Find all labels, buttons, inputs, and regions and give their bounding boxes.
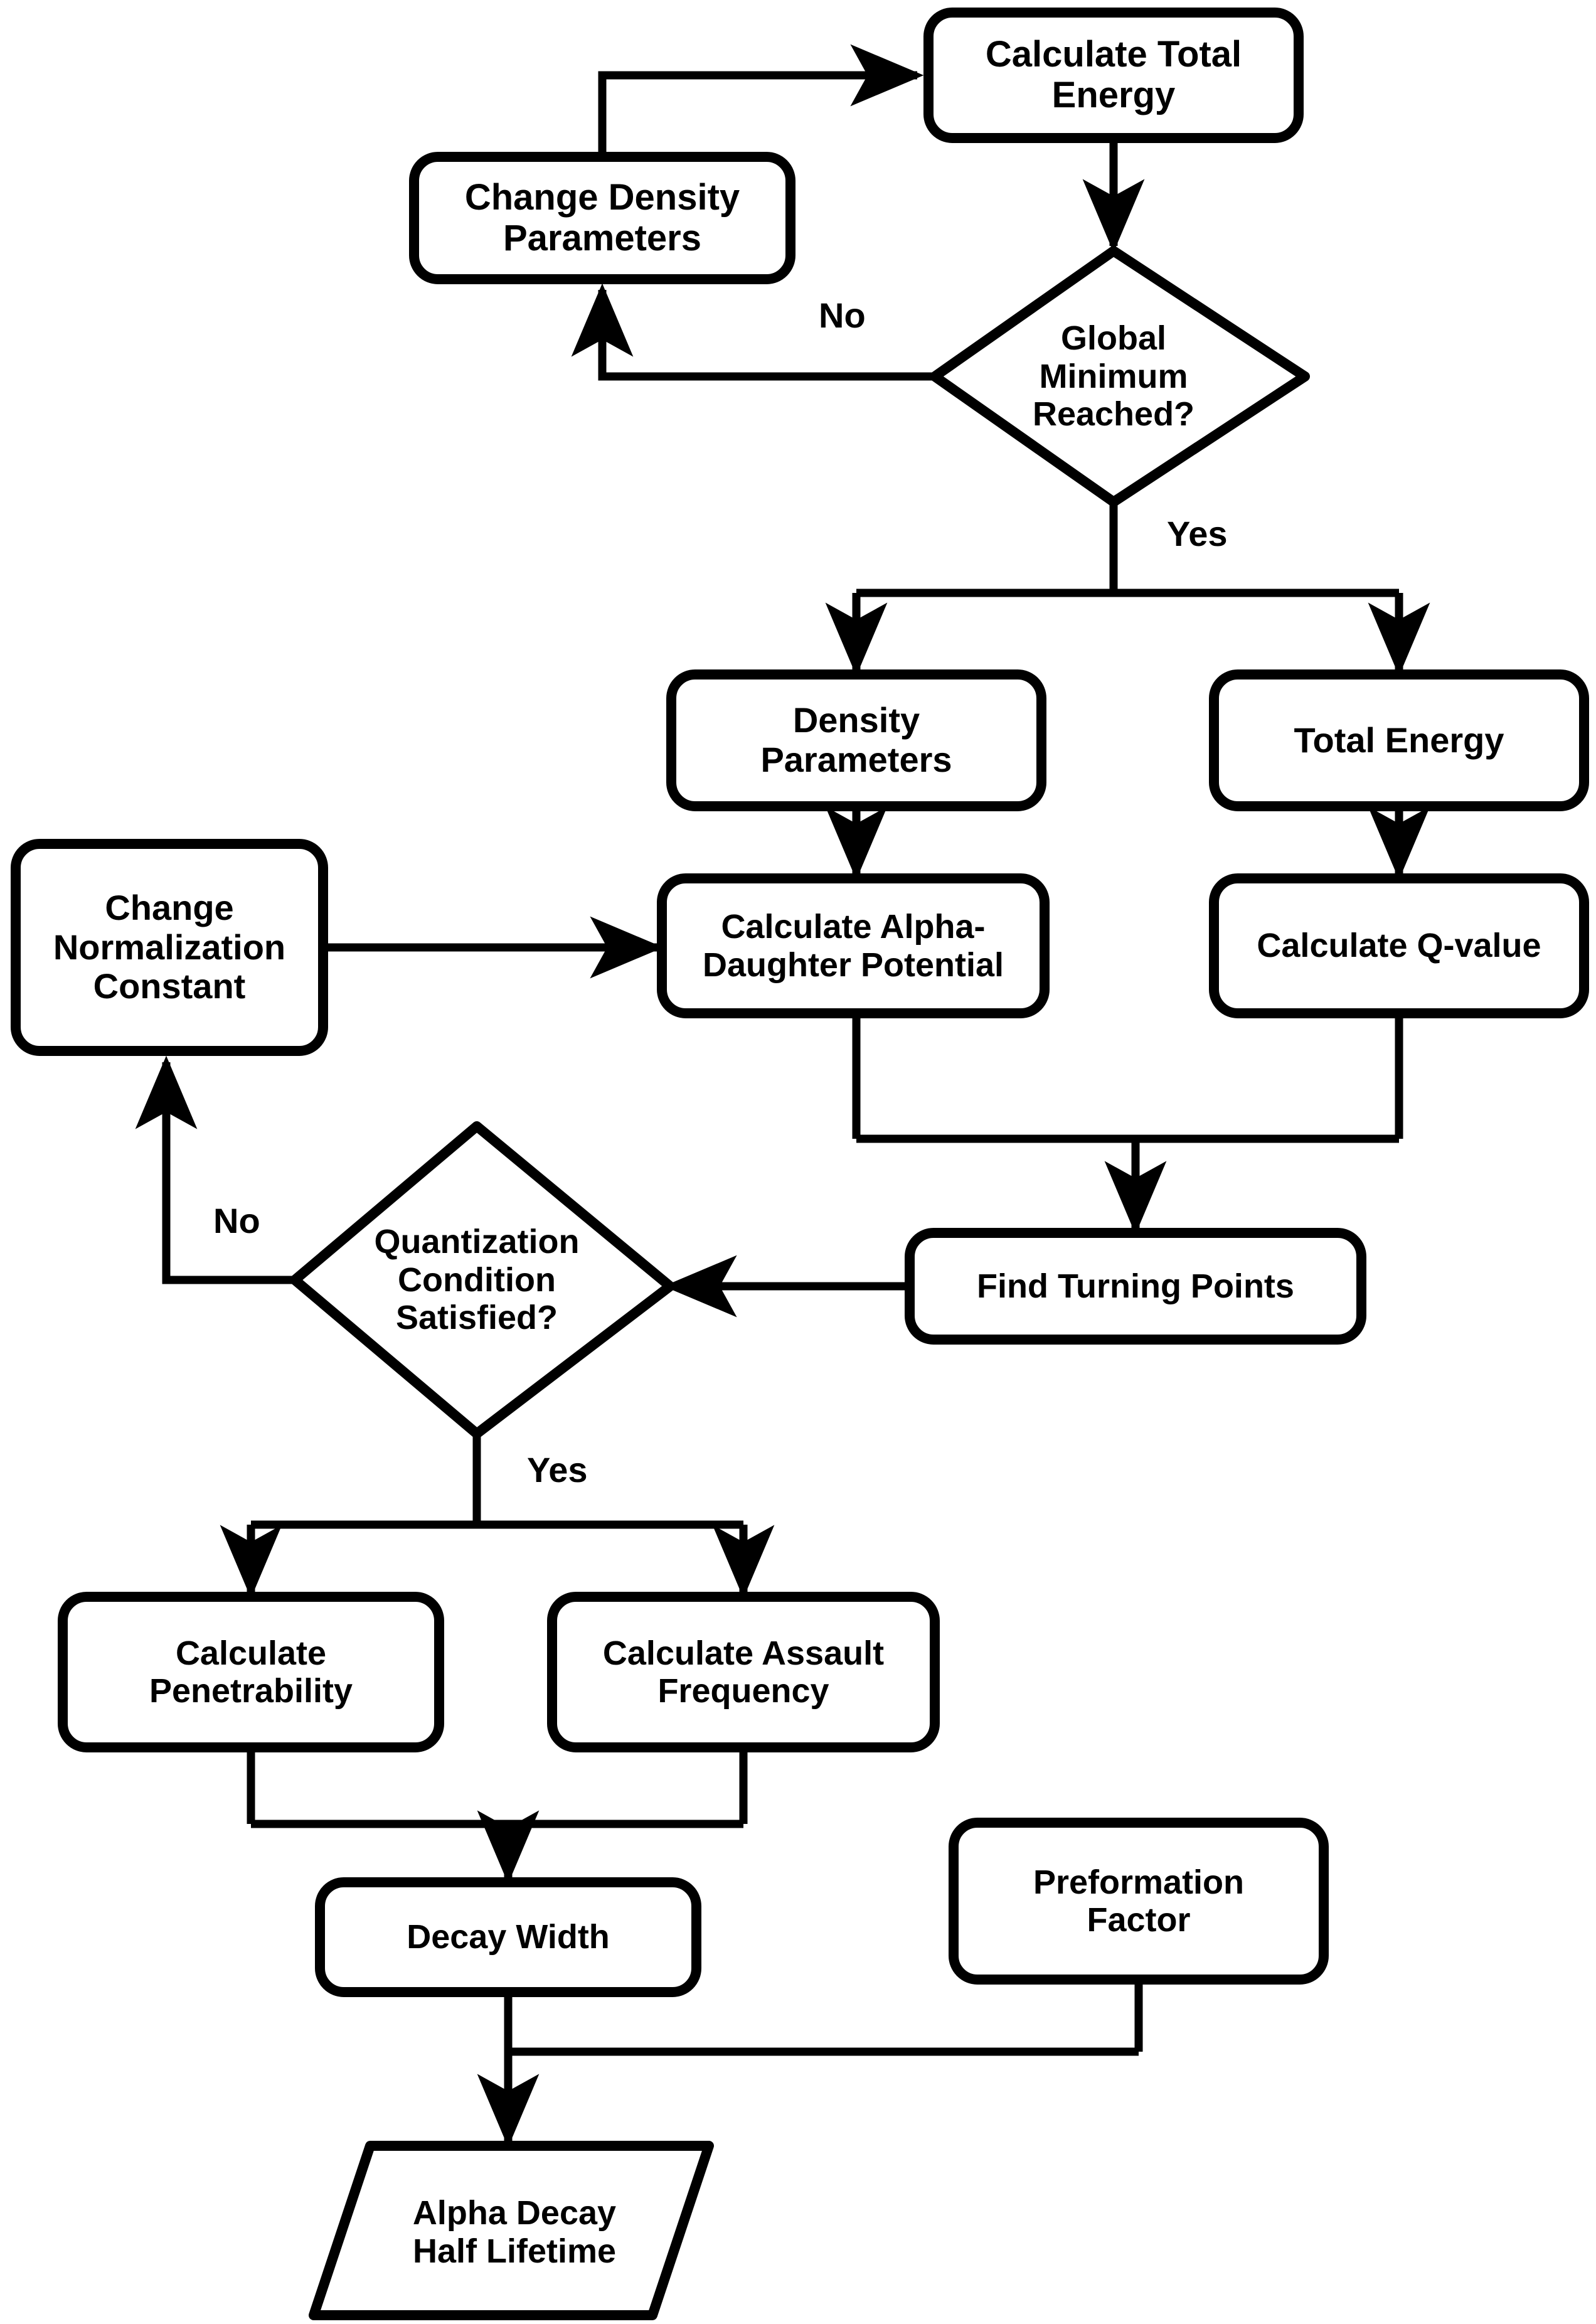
nodes-layer (11, 8, 1589, 2320)
node-find-turning-points[interactable] (905, 1228, 1366, 1345)
node-alpha-decay-half-lifetime[interactable] (309, 2141, 714, 2320)
node-change-normalization-constant[interactable] (11, 839, 328, 1056)
node-preformation-factor[interactable] (949, 1818, 1329, 1985)
node-calculate-alpha-daughter-potential[interactable] (657, 873, 1050, 1018)
node-decay-width[interactable] (315, 1877, 701, 1997)
edge-label-yes-global-minimum: Yes (1167, 514, 1228, 553)
edge-label-no-global-minimum: No (819, 296, 866, 335)
node-calculate-q-value[interactable] (1209, 873, 1589, 1018)
edge-change-density-to-total-energy (598, 44, 924, 157)
edge-label-yes-quantization: Yes (527, 1450, 588, 1490)
node-calculate-penetrability[interactable] (58, 1592, 444, 1752)
node-density-parameters[interactable] (666, 669, 1046, 811)
node-change-density-parameters[interactable] (409, 152, 795, 284)
edge-label-no-quantization: No (213, 1201, 260, 1240)
node-calculate-assault-frequency[interactable] (547, 1592, 940, 1752)
edge-global-minimum-no-to-change-density (571, 283, 935, 381)
edge-quantization-no-to-change-normalization (135, 1055, 295, 1284)
node-total-energy[interactable] (1209, 669, 1589, 811)
node-global-minimum-reached[interactable] (930, 246, 1310, 507)
node-calculate-total-energy[interactable] (923, 8, 1304, 143)
edges-layer (135, 44, 1430, 2148)
node-quantization-condition-satisfied[interactable] (290, 1121, 675, 1439)
